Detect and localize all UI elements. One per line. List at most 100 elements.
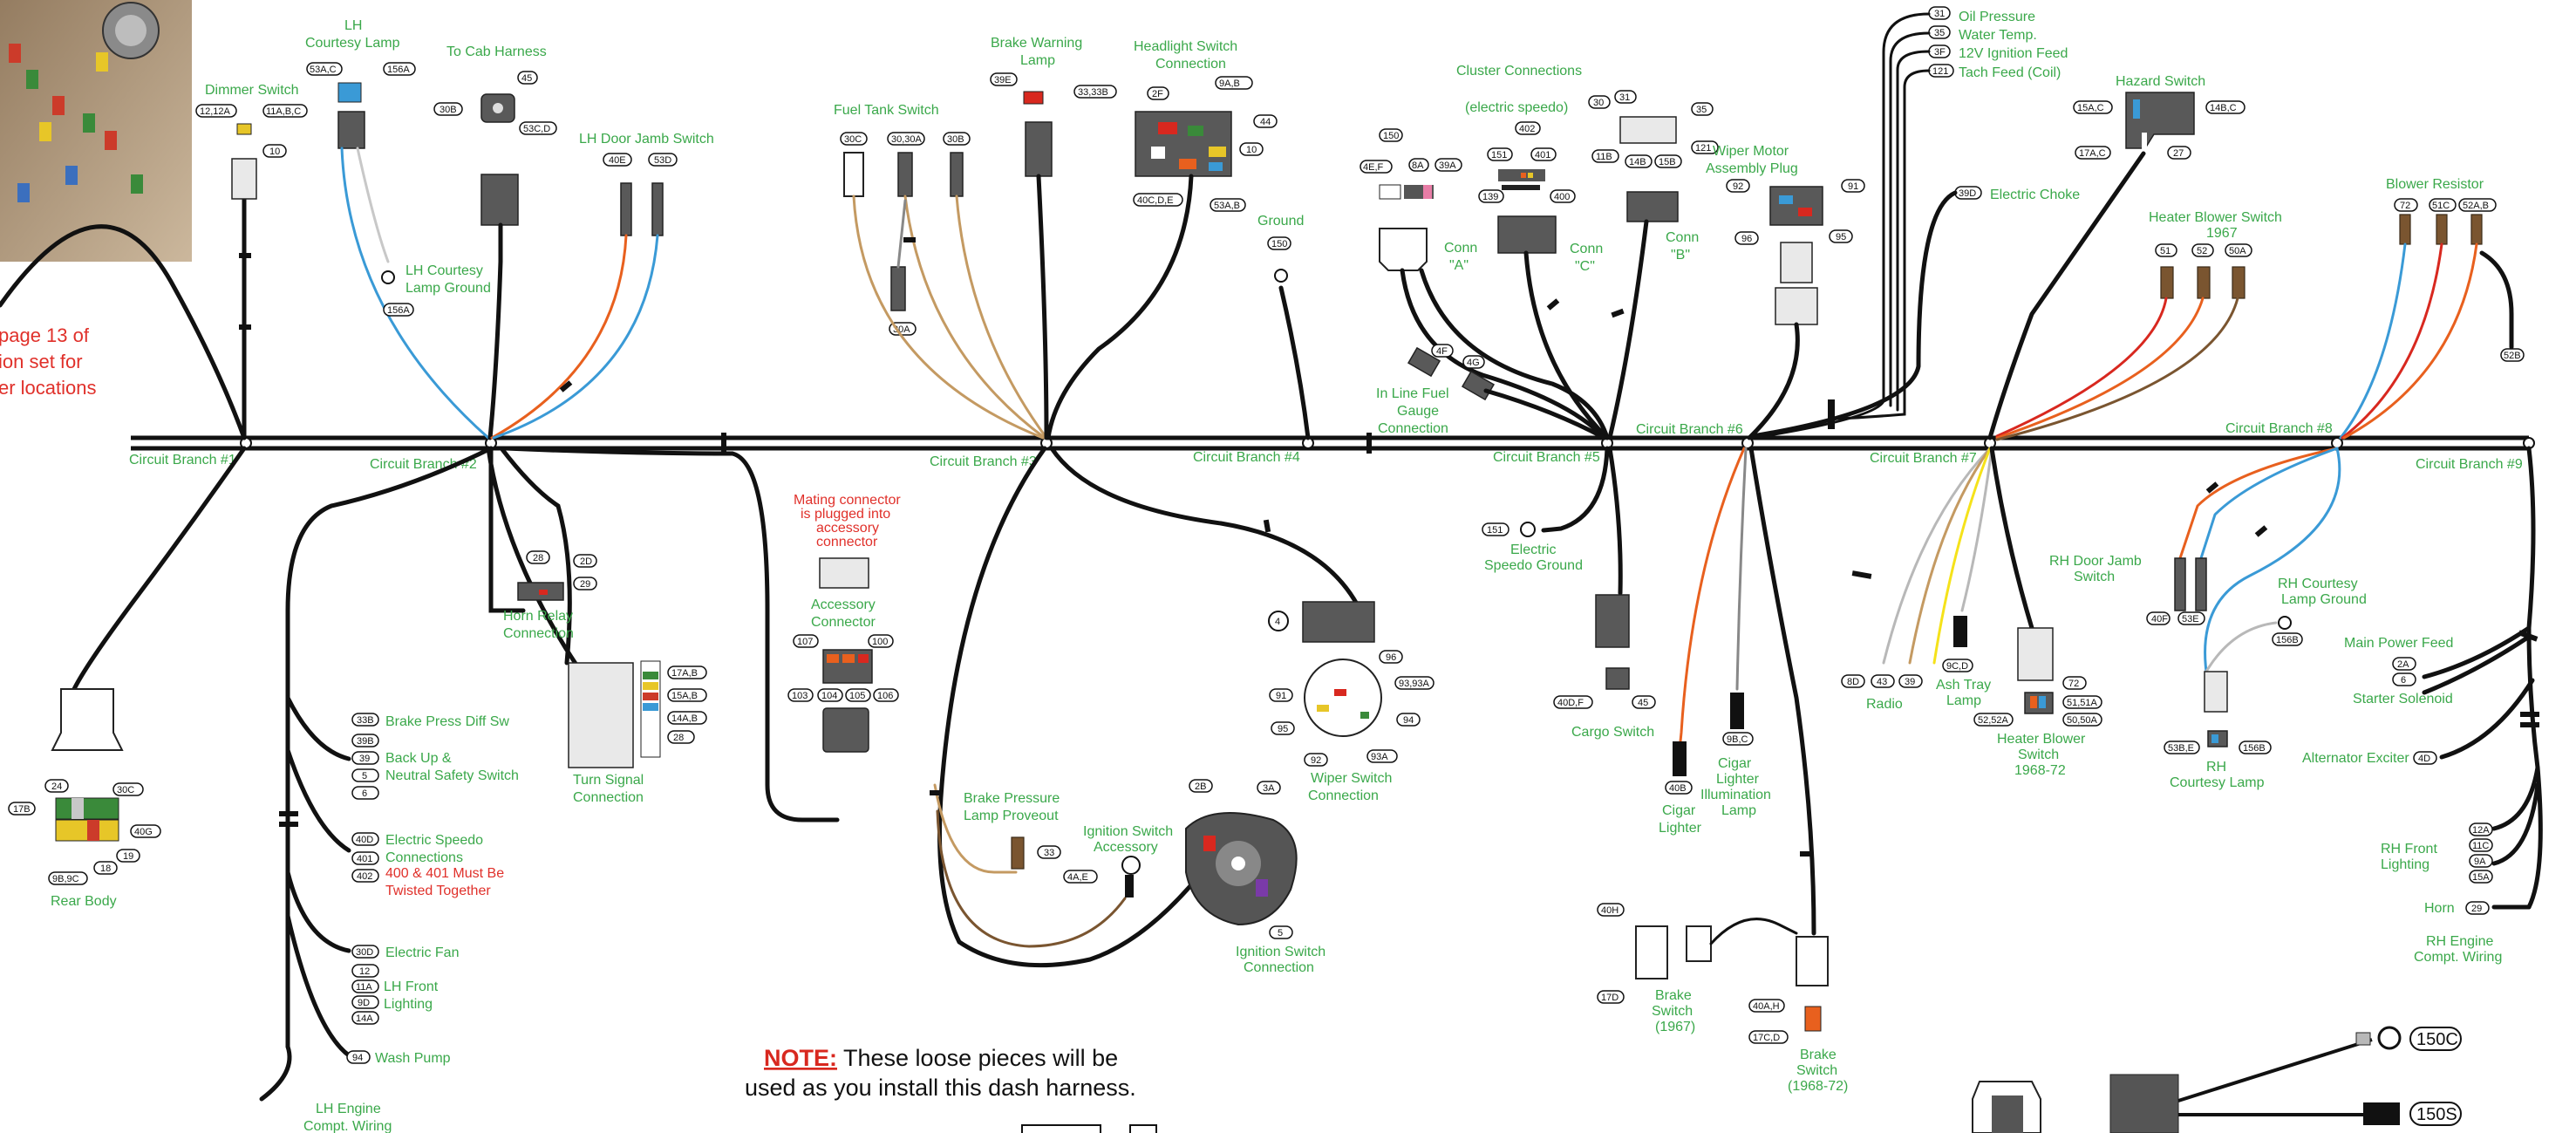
svg-text:Back Up &: Back Up & [385,751,452,766]
svg-text:30: 30 [1593,98,1604,108]
ground: Ground 150 [1257,214,1304,283]
svg-text:Wiper Switch: Wiper Switch [1311,771,1392,786]
cigar-lighter: 40B Cigar Lighter [1659,741,1702,836]
svg-text:Horn Relay: Horn Relay [503,609,573,624]
svg-text:er locations: er locations [0,377,97,399]
svg-text:12A: 12A [2472,825,2490,836]
branch-label-4: Circuit Branch #4 [1193,450,1300,465]
svg-text:Starter Solenoid: Starter Solenoid [2353,692,2453,706]
svg-text:4E,F: 4E,F [1363,162,1384,173]
svg-text:Courtesy Lamp: Courtesy Lamp [305,36,400,51]
svg-text:51C: 51C [2432,201,2450,211]
svg-text:95: 95 [1836,232,1846,242]
svg-text:ion set for: ion set for [0,351,83,372]
svg-text:40H: 40H [1601,905,1619,916]
svg-text:40D,F: 40D,F [1557,698,1584,708]
svg-text:Horn: Horn [2424,901,2455,916]
svg-text:91: 91 [1276,691,1286,701]
svg-text:Switch: Switch [1652,1004,1693,1019]
svg-text:Connection: Connection [1308,788,1379,803]
svg-text:Cluster Connections: Cluster Connections [1456,64,1582,78]
svg-text:Lamp Ground: Lamp Ground [405,281,491,296]
svg-text:94: 94 [1403,715,1414,726]
svg-text:LH Door Jamb Switch: LH Door Jamb Switch [579,132,714,147]
svg-text:11B: 11B [1596,152,1612,162]
svg-text:accessory: accessory [816,521,879,536]
branch-label-3: Circuit Branch #3 [930,454,1037,469]
svg-text:9A,B: 9A,B [1219,78,1240,89]
svg-text:Lamp Ground: Lamp Ground [2281,592,2367,607]
svg-text:30D: 30D [356,947,373,958]
svg-text:9B,9C: 9B,9C [52,874,79,884]
radio: 8D 43 39 Radio [1841,674,1923,712]
svg-text:40B: 40B [1669,783,1687,794]
svg-text:28: 28 [533,553,543,563]
brake-switch-1968-72: 40A,H 17C,D Brake Switch (1968-72) [1748,936,1848,1094]
svg-text:17A,B: 17A,B [671,668,698,679]
svg-text:Compt. Wiring: Compt. Wiring [2414,950,2502,965]
svg-text:Accessory: Accessory [1094,840,1158,855]
svg-text:Lighter: Lighter [1716,772,1760,787]
svg-text:17D: 17D [1601,993,1619,1003]
svg-text:40E: 40E [609,155,626,166]
electric-choke: 39D Electric Choke [1954,186,2080,202]
svg-text:Accessory: Accessory [811,597,876,612]
svg-text:Connection: Connection [573,790,644,805]
svg-text:Conn: Conn [1444,241,1477,256]
svg-text:50,50A: 50,50A [2067,715,2098,726]
svg-text:(1967): (1967) [1655,1020,1695,1034]
lh-engine-connections: 33B Brake Press Diff Sw 39B 39 5 6 Back … [303,713,519,1133]
svg-text:3F: 3F [1934,47,1946,58]
svg-text:43: 43 [1877,677,1887,687]
svg-text:40A,H: 40A,H [1753,1001,1780,1012]
branch-label-8: Circuit Branch #8 [2225,421,2333,436]
svg-text:LH Front: LH Front [384,979,439,994]
svg-text:8A: 8A [1412,160,1424,171]
svg-text:Blower Resistor: Blower Resistor [2386,177,2484,192]
svg-text:Courtesy Lamp: Courtesy Lamp [2170,775,2265,790]
svg-text:30B: 30B [440,105,457,115]
svg-text:151: 151 [1491,150,1507,160]
svg-text:2D: 2D [580,556,592,567]
svg-text:40D: 40D [356,835,373,845]
svg-text:8D: 8D [1847,677,1859,687]
svg-text:33,33B: 33,33B [1078,87,1108,98]
svg-text:Compt. Wiring: Compt. Wiring [303,1119,392,1133]
lh-courtesy-ground: LH Courtesy Lamp Ground 156A [381,263,491,317]
svg-text:31: 31 [1934,9,1945,19]
svg-text:91: 91 [1848,181,1858,192]
svg-text:Lamp: Lamp [1946,693,1981,708]
svg-text:Ignition Switch: Ignition Switch [1236,945,1325,959]
ignition-switch: 2B 3A 5 Ignition Switch Connection [1185,779,1325,975]
svg-text:29: 29 [2471,904,2482,914]
svg-text:Ignition Switch: Ignition Switch [1083,824,1173,839]
svg-text:Switch: Switch [1796,1063,1837,1078]
svg-text:14A: 14A [356,1014,373,1024]
svg-text:401: 401 [357,854,372,864]
svg-text:RH Door Jamb: RH Door Jamb [2049,554,2142,569]
svg-text:4G: 4G [1467,358,1480,368]
svg-text:156A: 156A [387,305,410,316]
svg-text:51: 51 [2160,246,2171,256]
svg-text:40F: 40F [2151,614,2168,625]
tag-150s: 150S [2416,1105,2457,1124]
svg-text:44: 44 [1260,117,1271,127]
svg-text:Electric Choke: Electric Choke [1990,188,2080,202]
svg-text:72: 72 [2068,679,2079,689]
svg-text:RH: RH [2206,760,2226,775]
svg-text:33: 33 [1044,848,1054,858]
svg-text:Conn: Conn [1570,242,1603,256]
svg-text:Brake Warning: Brake Warning [991,36,1082,51]
svg-text:40G: 40G [134,827,153,837]
svg-text:Twisted Together: Twisted Together [385,884,491,898]
svg-text:Alternator Exciter: Alternator Exciter [2302,751,2409,766]
svg-text:Connection: Connection [503,626,574,641]
svg-text:Lighter: Lighter [1659,821,1702,836]
svg-text:9C,D: 9C,D [1946,661,1968,672]
svg-text:6: 6 [362,788,367,799]
svg-text:400: 400 [1554,192,1570,202]
svg-text:156A: 156A [387,65,410,75]
svg-text:15A,B: 15A,B [671,691,698,701]
svg-text:Oil Pressure: Oil Pressure [1959,10,2035,24]
ash-tray-lamp: 9C,D Ash Tray Lamp [1936,616,1991,708]
